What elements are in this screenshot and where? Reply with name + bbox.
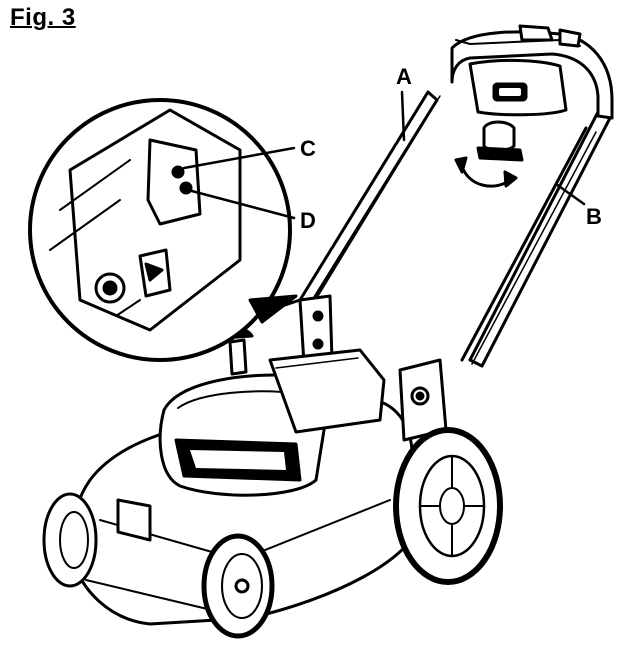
leader-lines	[182, 90, 586, 220]
callout-a: A	[396, 64, 412, 89]
curved-double-arrow-icon	[460, 164, 512, 188]
release-lever	[482, 120, 516, 152]
callout-d: D	[300, 208, 316, 233]
figure-title: Fig. 3	[10, 4, 76, 31]
pivot-hole-upper	[171, 165, 185, 179]
front-left-wheel	[42, 492, 98, 588]
handle-frame	[298, 24, 614, 368]
motor-cover	[158, 327, 386, 497]
front-right-wheel	[201, 533, 275, 639]
mower-deck	[69, 294, 448, 626]
callout-b: B	[586, 204, 602, 229]
callout-c: C	[300, 136, 316, 161]
detail-magnifier	[28, 98, 302, 362]
rear-right-wheel	[393, 427, 503, 585]
